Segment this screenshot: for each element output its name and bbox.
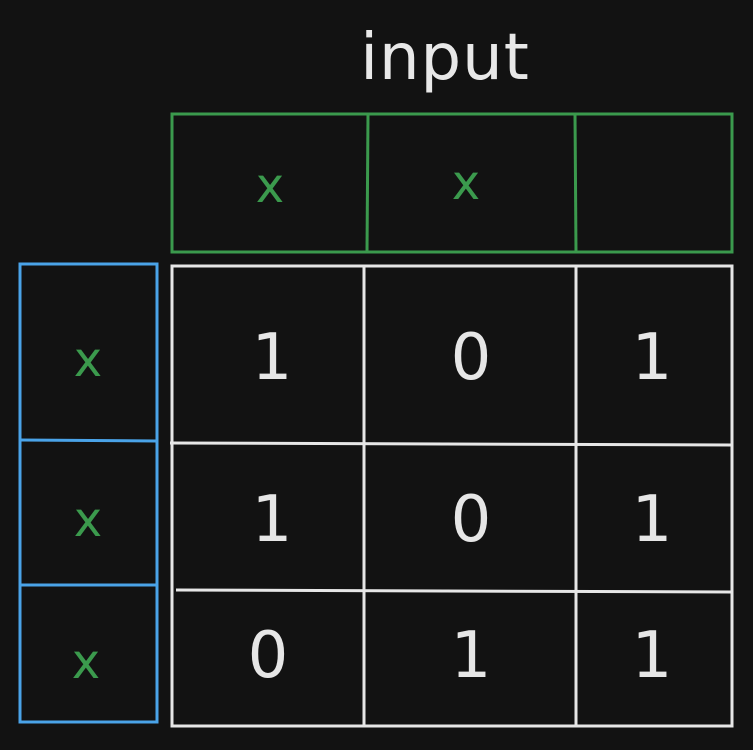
diagram-title: input: [360, 21, 530, 95]
matrix-cell-r2c3: 1: [631, 483, 673, 557]
side-cell-2-mark: x: [73, 492, 103, 548]
matrix-cell-r3c3: 1: [631, 619, 673, 693]
matrix-cell-r2c2: 0: [450, 483, 492, 557]
side-cell-3-mark: x: [71, 634, 101, 690]
side-cell-1-mark: x: [73, 332, 103, 388]
matrix-cell-r1c1: 1: [251, 321, 293, 395]
matrix-cell-r2c1: 1: [251, 483, 293, 557]
matrix-cell-r1c3: 1: [631, 321, 673, 395]
side-column-frame: [18, 262, 159, 724]
matrix-cell-r3c1: 0: [247, 619, 289, 693]
input-row-frame: [170, 112, 734, 254]
input-cell-3-mark: [625, 153, 685, 213]
input-cell-1-mark: x: [255, 158, 285, 214]
matrix-cell-r1c2: 0: [450, 321, 492, 395]
matrix-cell-r3c2: 1: [450, 619, 492, 693]
input-cell-2-mark: x: [451, 155, 481, 211]
matrix-frame: [169, 264, 734, 728]
